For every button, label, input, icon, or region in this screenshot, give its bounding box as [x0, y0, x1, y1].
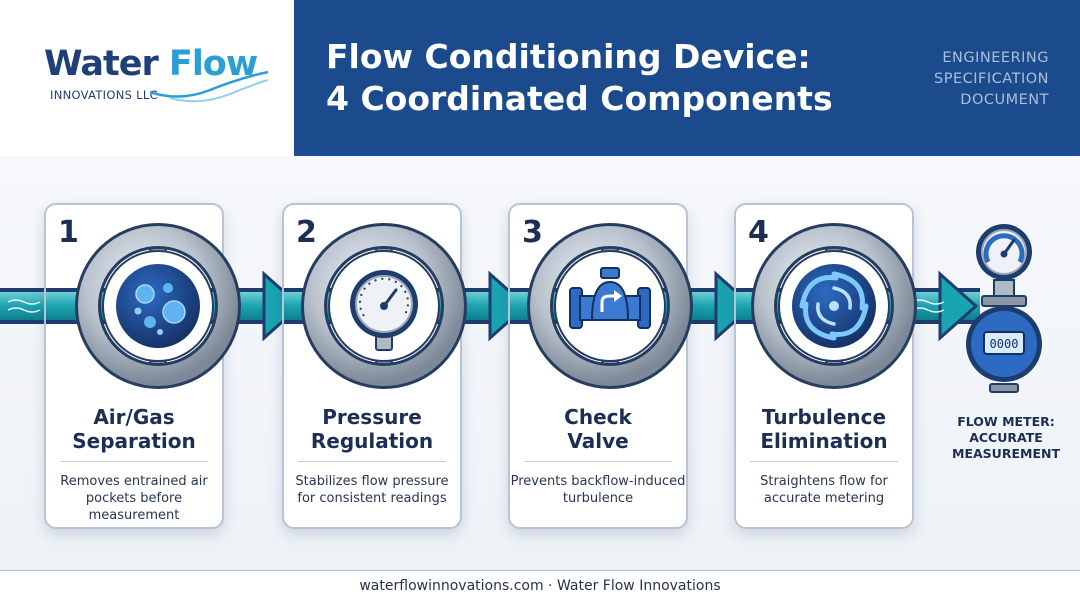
component-description: Straightens flow for accurate metering [736, 473, 912, 507]
component-desc-line1: Straightens flow for [760, 474, 888, 489]
page-title-line2: 4 Coordinated Components [326, 79, 833, 118]
divider [298, 461, 446, 462]
diagram-stage: 1 Air/Gas Separation Removes entrained a… [0, 156, 1080, 570]
check-valve-icon [569, 267, 651, 329]
component-title: Turbulence Elimination [736, 405, 912, 453]
component-desc-line2: accurate metering [763, 491, 885, 506]
component-title: Pressure Regulation [284, 405, 460, 453]
meter-label-line2: ACCURATE [969, 430, 1043, 445]
divider [60, 461, 208, 462]
page-title-line1: Flow Conditioning Device: [326, 37, 811, 76]
component-description: Prevents backflow-induced turbulence [510, 473, 686, 507]
flow-arrow-4 [938, 270, 979, 342]
component-desc-line1: Prevents backflow-induced [510, 474, 686, 489]
meter-label-line1: FLOW METER: [957, 414, 1055, 429]
component-description: Removes entrained air pockets before mea… [46, 473, 222, 524]
component-desc-line2: for consistent readings [297, 491, 447, 506]
meter-display: 0000 [990, 337, 1019, 351]
doc-label-line2: SPECIFICATION [934, 71, 1049, 87]
pressure-gauge-icon [350, 270, 418, 351]
logo-wordmark: Water Flow [44, 44, 258, 84]
bubbles-icon [116, 264, 200, 348]
swirl-icon [792, 264, 876, 348]
component-desc-line2: pockets before measurement [85, 491, 183, 523]
title-band: Flow Conditioning Device: 4 Coordinated … [294, 0, 1080, 156]
component-title-line2: Separation [72, 429, 196, 453]
doc-label-line1: ENGINEERING [942, 50, 1049, 66]
component-title-line2: Regulation [310, 429, 434, 453]
logo-word-water: Water [44, 44, 159, 84]
component-title-line2: Valve [567, 429, 629, 453]
component-number: 3 [522, 215, 543, 250]
component-title-line2: Elimination [760, 429, 888, 453]
component-desc-line1: Stabilizes flow pressure [295, 474, 449, 489]
component-title-line1: Pressure [322, 405, 422, 429]
divider [750, 461, 898, 462]
footer-text: waterflowinnovations.com · Water Flow In… [359, 578, 721, 594]
component-description: Stabilizes flow pressure for consistent … [284, 473, 460, 507]
component-title-line1: Turbulence [761, 405, 887, 429]
component-title-line1: Air/Gas [93, 405, 175, 429]
document-label: ENGINEERING SPECIFICATION DOCUMENT [934, 48, 1049, 111]
component-number: 2 [296, 215, 317, 250]
flow-meter-label: FLOW METER: ACCURATE MEASUREMENT [946, 414, 1066, 462]
logo-subtitle: INNOVATIONS LLC [50, 88, 158, 102]
component-rings: 0000 [46, 223, 1042, 393]
page-title: Flow Conditioning Device: 4 Coordinated … [326, 36, 833, 120]
meter-label-line3: MEASUREMENT [952, 446, 1060, 461]
divider [524, 461, 672, 462]
logo: Water Flow INNOVATIONS LLC [0, 0, 294, 156]
component-number: 4 [748, 215, 769, 250]
logo-waves-icon [150, 70, 269, 103]
component-desc-line1: Removes entrained air [60, 474, 208, 489]
footer-divider [0, 570, 1080, 571]
flow-meter-icon [966, 224, 1042, 393]
component-number: 1 [58, 215, 79, 250]
ring-3 [527, 223, 693, 389]
component-title: Air/Gas Separation [46, 405, 222, 453]
component-desc-line2: turbulence [562, 491, 634, 506]
component-title-line1: Check [564, 405, 632, 429]
component-title: Check Valve [510, 405, 686, 453]
header: Water Flow INNOVATIONS LLC Flow Conditio… [0, 0, 1080, 156]
doc-label-line3: DOCUMENT [960, 92, 1049, 108]
